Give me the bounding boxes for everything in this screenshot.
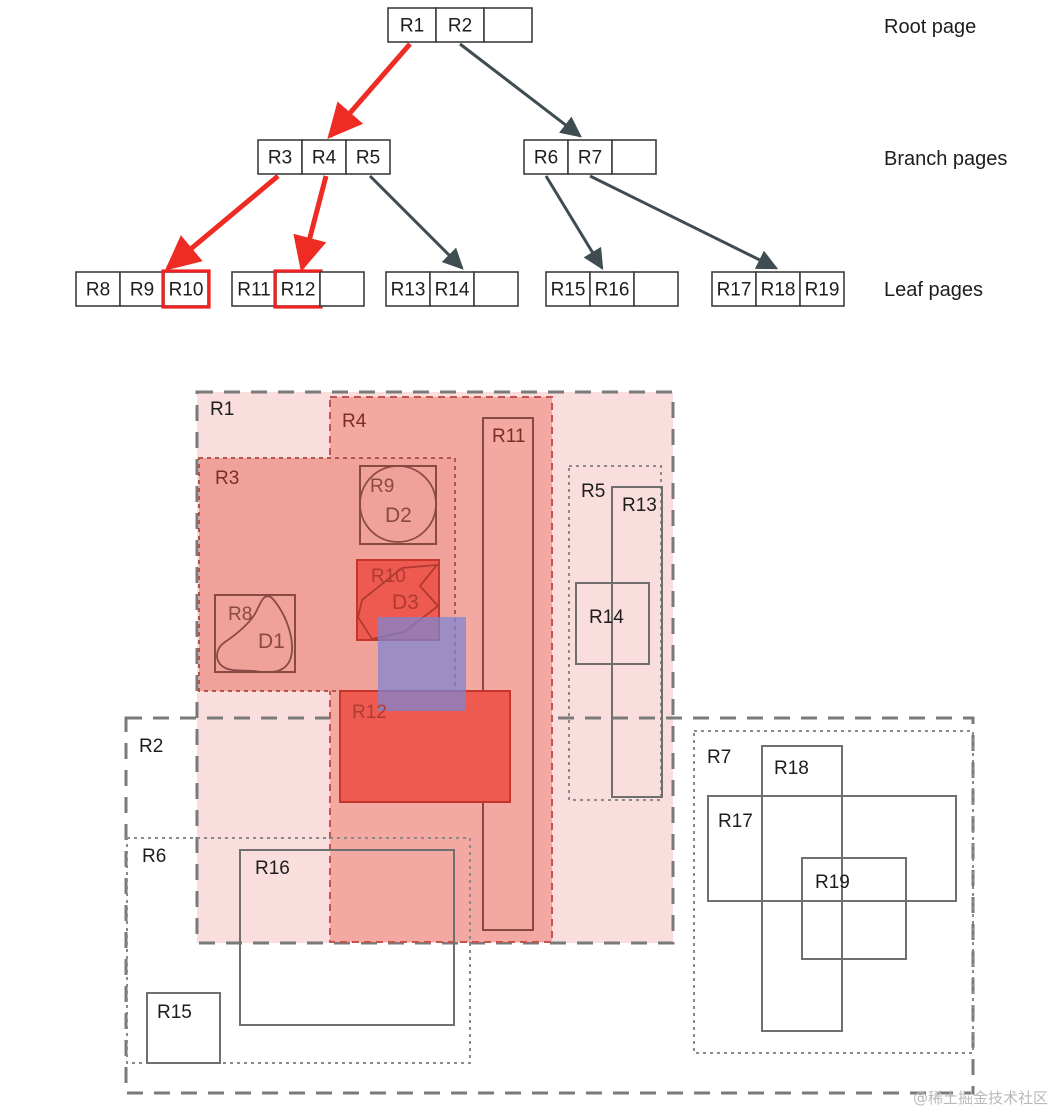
mbr-r1-label: R1 xyxy=(210,399,234,420)
cell-label: R10 xyxy=(169,280,204,301)
cell-label: R5 xyxy=(356,148,380,169)
mbr-r2 xyxy=(124,716,975,1095)
cell-label: R3 xyxy=(268,148,292,169)
data-shape-d3-label: D3 xyxy=(392,591,419,614)
branch-page-2[interactable]: R6 R7 xyxy=(523,139,657,175)
mbr-r18 xyxy=(761,745,843,1032)
mbr-r3-label: R3 xyxy=(215,468,239,489)
cell-label: R12 xyxy=(281,280,316,301)
watermark: @稀土掘金技术社区 xyxy=(912,1089,1048,1107)
edge-root-r1-to-branch1 xyxy=(327,42,412,140)
mbr-r6 xyxy=(126,837,471,1064)
root-page-label: Root page xyxy=(884,16,977,38)
mbr-r9-label: R9 xyxy=(370,476,394,497)
mbr-r16 xyxy=(239,849,455,1026)
mbr-regions xyxy=(124,390,975,1095)
mbr-r15 xyxy=(146,992,221,1064)
mbr-r8-label: R8 xyxy=(228,604,252,625)
cell-label: R18 xyxy=(761,280,796,301)
mbr-r18-label: R18 xyxy=(774,758,809,779)
mbr-r17-label: R17 xyxy=(718,811,753,832)
mbr-r10-label: R10 xyxy=(371,566,406,587)
cell-label: R13 xyxy=(391,280,426,301)
branch-pages-label: Branch pages xyxy=(884,148,1008,170)
mbr-data-shapes xyxy=(216,465,440,674)
highlighted-cell-R10 xyxy=(161,269,211,309)
mbr-r4-label: R4 xyxy=(342,411,367,432)
query-rectangle xyxy=(378,617,466,711)
mbr-r2-label: R2 xyxy=(139,736,163,757)
data-shape-d2-label: D2 xyxy=(385,504,412,527)
cell-label: R6 xyxy=(534,148,558,169)
data-shape-d3 xyxy=(357,563,440,641)
cell-label: R8 xyxy=(86,280,110,301)
leaf-page-2[interactable]: R11 R12 xyxy=(231,269,365,309)
mbr-r13-label: R13 xyxy=(622,495,657,516)
leaf-pages-label: Leaf pages xyxy=(884,279,983,301)
data-shape-d1 xyxy=(216,595,293,674)
mbr-r16-label: R16 xyxy=(255,858,290,879)
mbr-r11 xyxy=(482,417,534,931)
cell-label: R2 xyxy=(448,16,472,37)
mbr-r13 xyxy=(611,486,663,798)
root-page[interactable]: R1 R2 xyxy=(387,7,533,43)
edge-branch1-r5-to-r14 xyxy=(368,174,464,270)
tree-edges xyxy=(164,42,779,272)
edge-branch2-r6-to-r16 xyxy=(544,175,604,271)
cell-label: R1 xyxy=(400,16,424,37)
leaf-page-4[interactable]: R15 R16 xyxy=(545,271,679,307)
edge-branch2-r7-to-r18 xyxy=(589,174,779,270)
branch-page-1[interactable]: R3 R4 R5 xyxy=(257,139,391,175)
cell-label: R7 xyxy=(578,148,602,169)
edge-branch1-r3-to-r10 xyxy=(164,174,280,271)
mbr-query-rect xyxy=(378,617,466,711)
mbr-r14-label: R14 xyxy=(589,607,624,628)
cell-label: R4 xyxy=(312,148,337,169)
mbr-r11-label: R11 xyxy=(492,426,525,447)
cell-label: R9 xyxy=(130,280,154,301)
data-shape-d1-label: D1 xyxy=(258,630,285,653)
cell-label: R14 xyxy=(435,280,470,301)
mbr-r12-label: R12 xyxy=(352,702,387,723)
leaf-page-5[interactable]: R17 R18 R19 xyxy=(711,271,845,307)
mbr-r5-label: R5 xyxy=(581,481,605,502)
mbr-r7-label: R7 xyxy=(707,747,731,768)
cell-label: R17 xyxy=(717,280,752,301)
mbr-r19-label: R19 xyxy=(815,872,850,893)
mbr-r6-label: R6 xyxy=(142,846,166,867)
cell-label: R19 xyxy=(805,280,840,301)
cell-label: R15 xyxy=(551,280,586,301)
edge-root-r2-to-branch2 xyxy=(459,42,582,138)
mbr-r15-label: R15 xyxy=(157,1002,192,1023)
edge-branch1-r4-to-r12 xyxy=(293,175,329,272)
mbr-r19 xyxy=(801,857,907,960)
leaf-page-3[interactable]: R13 R14 xyxy=(385,271,519,307)
leaf-page-1[interactable]: R8 R9 R10 xyxy=(75,269,211,309)
data-shape-d2 xyxy=(359,465,437,543)
cell-label: R11 xyxy=(237,280,270,301)
cell-label: R16 xyxy=(595,280,630,301)
mbr-r14 xyxy=(575,582,650,665)
mbr-r17 xyxy=(707,795,957,902)
